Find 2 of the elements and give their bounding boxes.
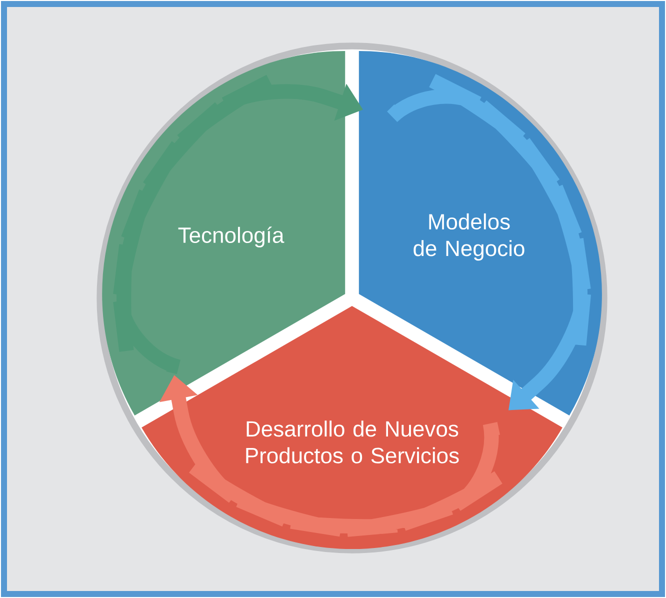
curved-arrow bbox=[384, 73, 592, 410]
pie-sector: Desarrollo de Nuevos Productos o Servicios bbox=[142, 306, 562, 550]
